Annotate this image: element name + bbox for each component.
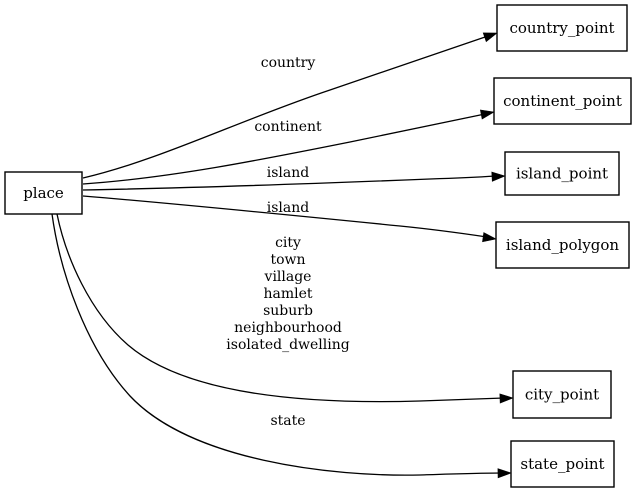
edge-place-island_point[interactable] (82, 171, 506, 191)
edge-place-country_point-labels: country (261, 55, 316, 71)
node-box (510, 440, 615, 488)
arrowhead (491, 171, 506, 182)
edges-layer (51, 32, 514, 479)
edge-place-state_point-labels: state (270, 413, 305, 429)
edge-label-text: town (270, 252, 305, 268)
node-label-place: place (23, 184, 64, 202)
node-box (496, 4, 628, 52)
node-box (4, 171, 83, 215)
arrowhead (497, 468, 512, 479)
edge-label-text: isolated_dwelling (226, 337, 349, 353)
edge-label-text: neighbourhood (234, 320, 342, 336)
node-box (493, 77, 632, 125)
edge-place-city_point[interactable] (56, 213, 514, 404)
node-label-state_point: state_point (520, 455, 604, 473)
edge-label-text: continent (254, 119, 322, 135)
node-country_point[interactable]: country_point (496, 4, 628, 52)
edge-line (82, 175, 497, 191)
arrowhead (499, 393, 514, 404)
arrowhead (482, 32, 498, 43)
edge-place-state_point[interactable] (51, 213, 512, 479)
edge-place-continent_point[interactable] (82, 109, 495, 185)
nodes-layer: place country_point continent_point island_… (4, 4, 632, 488)
edge-labels-layer: country continent island island citytownvill… (226, 55, 349, 429)
node-island_polygon[interactable]: island_polygon (495, 221, 630, 269)
edge-label-text: country (261, 55, 316, 71)
edge-place-island_polygon[interactable] (82, 195, 497, 243)
edge-label-text: state (270, 413, 305, 429)
node-label-country_point: country_point (509, 19, 614, 37)
node-label-island_point: island_point (516, 165, 608, 183)
edge-line (56, 213, 505, 403)
edge-place-continent_point-labels: continent (254, 119, 322, 135)
node-box (495, 221, 630, 269)
node-label-continent_point: continent_point (503, 92, 622, 110)
edge-place-island_polygon-labels: island (267, 200, 310, 216)
edge-line (82, 195, 488, 238)
node-label-city_point: city_point (525, 386, 599, 404)
edge-label-text: island (267, 165, 310, 181)
edge-label-text: village (264, 269, 312, 285)
edge-line (82, 113, 486, 185)
edge-line (82, 35, 489, 179)
edge-line (51, 213, 503, 476)
root-node-place[interactable]: place (4, 171, 83, 215)
edge-label-text: city (275, 235, 301, 251)
node-label-island_polygon: island_polygon (506, 236, 620, 254)
node-island_point[interactable]: island_point (504, 151, 620, 196)
node-continent_point[interactable]: continent_point (493, 77, 632, 125)
node-box (512, 370, 612, 419)
edge-label-text: suburb (263, 303, 313, 319)
edge-place-country_point[interactable] (82, 32, 498, 179)
arrowhead (482, 232, 497, 243)
edge-place-island_point-labels: island (267, 165, 310, 181)
edge-label-text: hamlet (263, 286, 312, 302)
node-city_point[interactable]: city_point (512, 370, 612, 419)
arrowhead (479, 109, 495, 120)
edge-label-text: island (267, 200, 310, 216)
node-state_point[interactable]: state_point (510, 440, 615, 488)
edge-place-city_point-labels: citytownvillagehamletsuburbneighbourhood… (226, 235, 349, 353)
node-box (504, 151, 620, 196)
